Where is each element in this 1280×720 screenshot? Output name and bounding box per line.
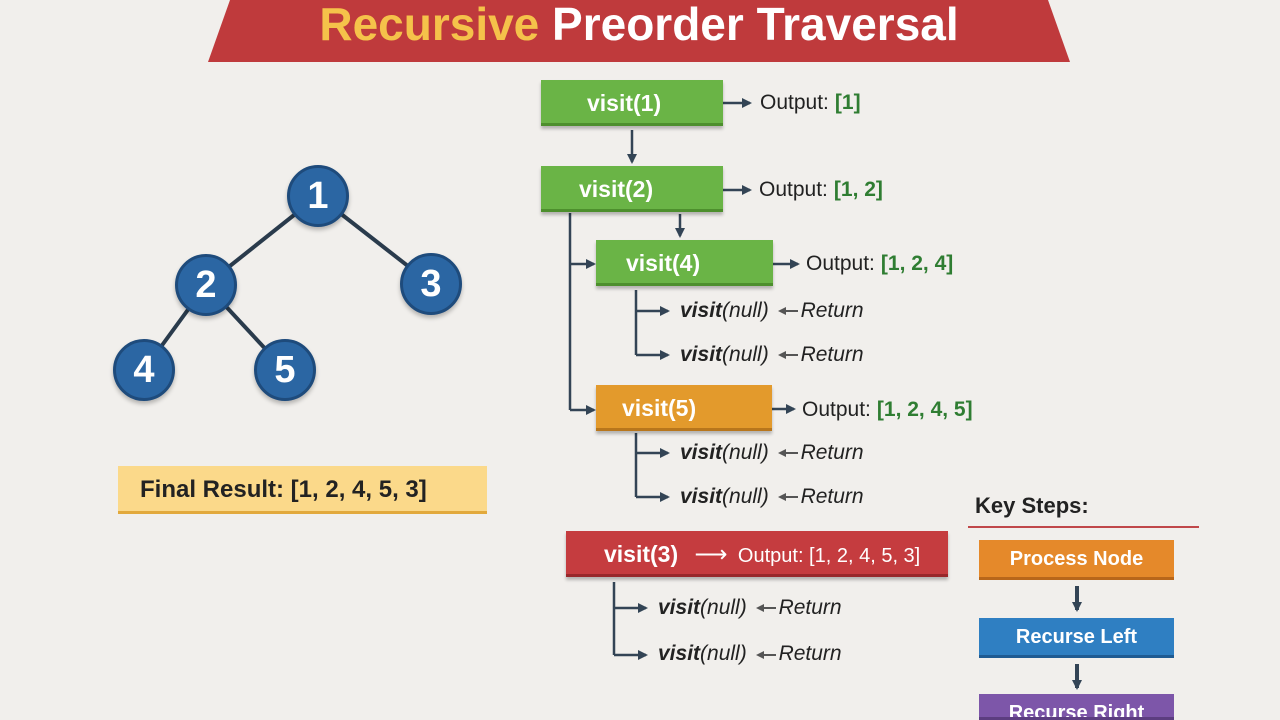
final-result: Final Result: [1, 2, 4, 5, 3] bbox=[118, 466, 487, 514]
visit-5-right-null: visit(null) Return bbox=[680, 485, 864, 508]
visit-1-box: visit(1) bbox=[541, 80, 723, 126]
visit-3-left-null: visit(null) Return bbox=[658, 596, 842, 619]
key-steps-divider bbox=[968, 526, 1199, 528]
visit-2-label: visit(2) bbox=[579, 176, 654, 202]
title-rest: Preorder Traversal bbox=[552, 0, 959, 50]
visit-3-box: visit(3) ⟶ Output: [1, 2, 4, 5, 3] bbox=[566, 531, 948, 577]
title-banner bbox=[208, 0, 1070, 62]
title-highlight: Recursive bbox=[319, 0, 540, 50]
visit-4-label: visit(4) bbox=[626, 250, 701, 276]
key-step-recurse-right: Recurse Right bbox=[979, 694, 1174, 720]
visit-1-output: Output:[1] bbox=[760, 91, 861, 114]
visit-4-box: visit(4) bbox=[596, 240, 773, 286]
visit-5-output: Output:[1, 2, 4, 5] bbox=[802, 398, 973, 421]
tree-node-1: 1 bbox=[287, 165, 349, 227]
key-step-recurse-left: Recurse Left bbox=[979, 618, 1174, 658]
visit-5-left-null: visit(null) Return bbox=[680, 441, 864, 464]
tree-node-4: 4 bbox=[113, 339, 175, 401]
visit-4-output: Output:[1, 2, 4] bbox=[806, 252, 954, 275]
visit-2-box: visit(2) bbox=[541, 166, 723, 212]
visit-2-output: Output:[1, 2] bbox=[759, 178, 883, 201]
visit-3-arrow-icon: ⟶ bbox=[694, 541, 728, 567]
visit-3-right-null: visit(null) Return bbox=[658, 642, 842, 665]
visit-4-right-null: visit(null) Return bbox=[680, 343, 864, 366]
visit-3-output: Output: [1, 2, 4, 5, 3] bbox=[737, 545, 921, 567]
tree-node-5: 5 bbox=[254, 339, 316, 401]
key-steps-title: Key Steps: bbox=[975, 493, 1089, 518]
page-title: Recursive Preorder Traversal bbox=[208, 0, 1070, 54]
visit-4-left-null: visit(null) Return bbox=[680, 299, 864, 322]
tree-node-3: 3 bbox=[400, 253, 462, 315]
visit-3-label: visit(3) bbox=[604, 541, 679, 567]
visit-5-label: visit(5) bbox=[622, 395, 697, 421]
visit-5-box: visit(5) bbox=[596, 385, 772, 431]
visit-1-label: visit(1) bbox=[587, 90, 662, 116]
key-step-process-node: Process Node bbox=[979, 540, 1174, 580]
tree-node-2: 2 bbox=[175, 254, 237, 316]
